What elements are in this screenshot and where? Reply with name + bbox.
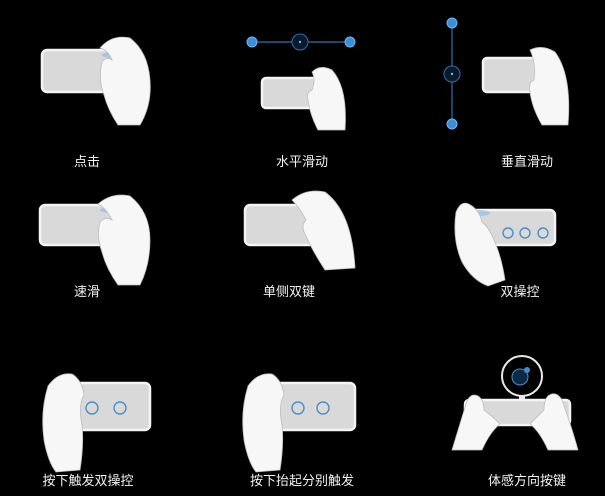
button-icon: [519, 227, 531, 239]
hand-icon: [451, 394, 501, 451]
hand-icon: [454, 202, 506, 287]
press-release-trigger-illustration: [242, 373, 357, 473]
gesture-label-motion-direction-key: 体感方向按键: [487, 474, 567, 489]
gesture-label-press-release-trigger: 按下抬起分别触发: [249, 474, 355, 489]
gesture-label-horizontal-swipe: 水平滑动: [275, 155, 329, 170]
button-icon: [537, 227, 549, 239]
button-icon: [113, 401, 127, 415]
arrow-up-icon: [446, 17, 458, 29]
hand-icon: [307, 67, 346, 131]
hand-icon: [42, 373, 85, 473]
gesture-label-tap: 点击: [73, 155, 101, 170]
gesture-label-single-side-double-key: 单侧双键: [262, 285, 316, 300]
hand-icon: [242, 373, 285, 473]
button-icon: [291, 401, 305, 415]
gesture-label-press-trigger-dual-control: 按下触发双操控: [42, 474, 134, 489]
vertical-swipe-illustration: [443, 17, 570, 130]
gesture-label-vertical-swipe: 垂直滑动: [500, 155, 554, 170]
arrow-right-icon: [344, 36, 356, 48]
hand-icon: [97, 194, 151, 286]
tap-illustration: [40, 36, 151, 126]
hand-icon: [529, 47, 570, 126]
button-icon: [316, 401, 330, 415]
fast-swipe-illustration: [38, 194, 151, 286]
hand-icon: [291, 190, 356, 271]
gesture-label-dual-control: 双操控: [500, 285, 540, 300]
press-trigger-dual-control-illustration: [42, 373, 152, 473]
arrow-down-icon: [446, 118, 458, 130]
motion-direction-key-illustration: [451, 355, 579, 451]
button-icon: [85, 401, 99, 415]
hand-icon: [529, 393, 579, 451]
single-side-double-key-illustration: [243, 190, 356, 271]
arrow-left-icon: [246, 36, 258, 48]
dual-control-illustration: [454, 202, 557, 287]
hand-icon: [99, 36, 151, 126]
horizontal-swipe-illustration: [246, 33, 356, 131]
gesture-label-fast-swipe: 速滑: [73, 285, 101, 300]
button-icon: [502, 227, 514, 239]
